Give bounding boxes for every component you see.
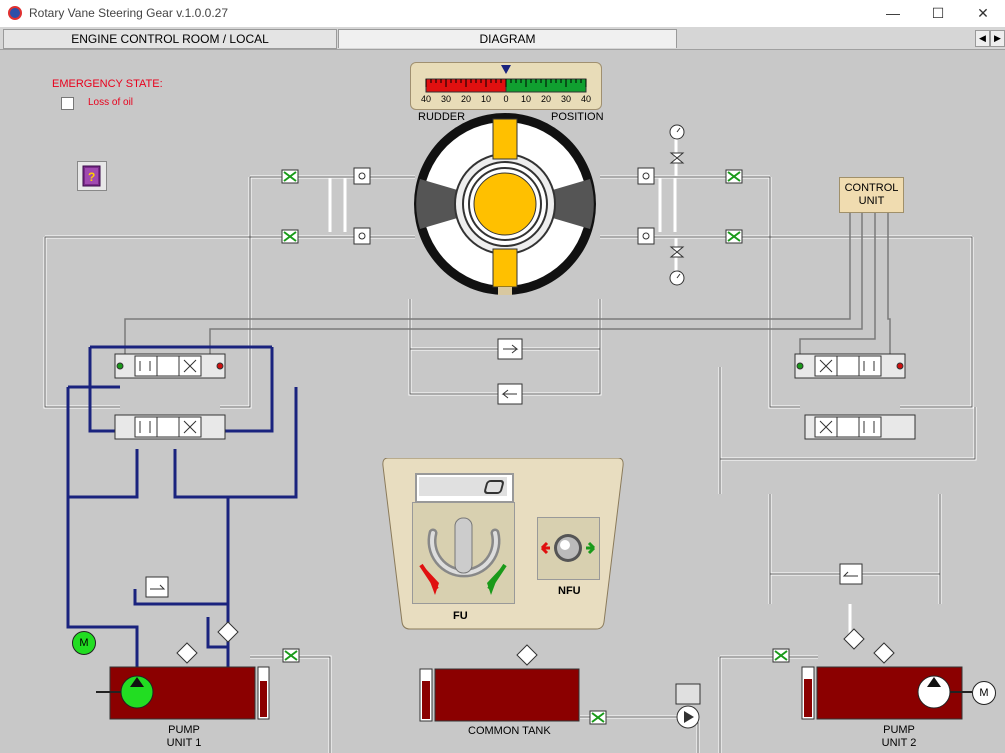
loss-of-oil-checkbox[interactable] [61, 97, 74, 110]
loss-of-oil-label: Loss of oil [88, 97, 134, 108]
rudder-tick-label: 10 [520, 94, 531, 104]
pump-1-label-line1: PUMP [168, 724, 200, 736]
pump-2-label-line2: UNIT 2 [881, 737, 917, 749]
rudder-tick-label: 40 [420, 94, 431, 104]
tab-scroll-right-button[interactable]: ▶ [990, 30, 1005, 47]
pump-1-label-line2: UNIT 1 [166, 737, 202, 749]
maximize-button[interactable]: ☐ [931, 5, 945, 21]
rudder-scale [425, 78, 587, 93]
fu-joystick[interactable] [412, 502, 515, 604]
nfu-tiller[interactable] [537, 517, 600, 580]
control-unit-line1: CONTROL [844, 182, 899, 194]
mode-display [415, 473, 514, 503]
app-icon [8, 6, 22, 20]
nfu-label: NFU [558, 585, 581, 597]
emergency-state-title: EMERGENCY STATE: [52, 78, 163, 90]
common-tank-label: COMMON TANK [468, 725, 551, 737]
control-panel: FU NFU [382, 458, 624, 630]
nfu-knob-icon [540, 534, 596, 562]
rudder-tick-label: 10 [480, 94, 491, 104]
svg-text:?: ? [88, 170, 95, 184]
rudder-tick-label: 30 [560, 94, 571, 104]
rudder-tick-label: 0 [503, 94, 509, 104]
tab-scroll-left-button[interactable]: ◀ [975, 30, 990, 47]
fu-lever-icon [419, 517, 507, 595]
hydraulic-diagram [43, 113, 977, 753]
rudder-indicator: 40 30 20 10 0 10 20 30 40 [410, 62, 602, 110]
motor-1-icon[interactable]: M [72, 631, 96, 655]
motor-2-icon[interactable]: M [972, 681, 996, 705]
tab-engine-control-room[interactable]: ENGINE CONTROL ROOM / LOCAL [3, 29, 337, 49]
rudder-pointer-icon [501, 65, 511, 74]
minimize-button[interactable]: — [886, 5, 900, 21]
pump-2-label-line1: PUMP [883, 724, 915, 736]
rudder-tick-label: 40 [580, 94, 591, 104]
title-bar: Rotary Vane Steering Gear v.1.0.0.27 — ☐… [0, 0, 1005, 27]
fu-label: FU [453, 610, 468, 622]
tab-diagram[interactable]: DIAGRAM [338, 29, 677, 48]
control-unit-line2: UNIT [858, 195, 885, 207]
close-button[interactable]: ✕ [977, 5, 989, 21]
control-unit-box: CONTROL UNIT [839, 177, 904, 213]
help-book-icon[interactable]: ? [77, 161, 107, 191]
rudder-label: RUDDER [418, 111, 466, 123]
window-title: Rotary Vane Steering Gear v.1.0.0.27 [29, 6, 229, 20]
rudder-tick-label: 30 [440, 94, 451, 104]
rudder-tick-label: 20 [540, 94, 551, 104]
mode-display-value [419, 477, 507, 496]
rudder-tick-label: 20 [460, 94, 471, 104]
tab-bar: ENGINE CONTROL ROOM / LOCAL DIAGRAM ◀ ▶ [0, 27, 1005, 50]
position-label: POSITION [551, 111, 604, 123]
rudder-tick-labels: 40 30 20 10 0 10 20 30 40 [411, 94, 601, 106]
diagram-canvas: EMERGENCY STATE: Loss of oil ? [0, 49, 1005, 753]
